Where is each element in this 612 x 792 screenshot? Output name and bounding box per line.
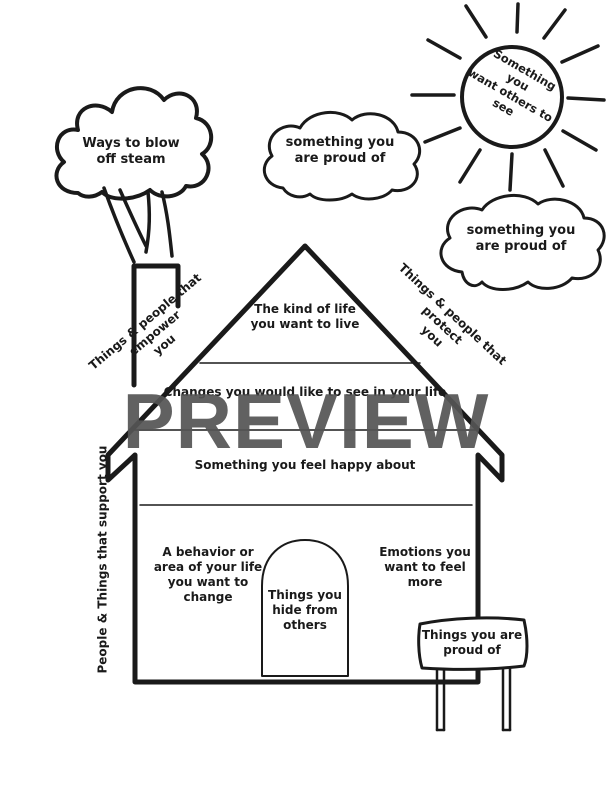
cloud-right-text: something you are proud of: [466, 223, 576, 255]
sign-post: [435, 660, 512, 732]
chimney: [131, 263, 181, 388]
steam-cloud-icon: [54, 86, 213, 201]
cloud-left-text: something you are proud of: [285, 135, 395, 167]
floor-lines: [129, 362, 479, 506]
steam-lines: [102, 186, 174, 264]
door-text: Things you hide from others: [268, 588, 342, 632]
attic-text: The kind of life you want to live: [250, 302, 360, 331]
emotions-text: Emotions you want to feel more: [379, 545, 471, 589]
house-outline: [105, 243, 505, 685]
sign-board: [417, 616, 529, 671]
floor-happy-text: Something you feel happy about: [194, 458, 416, 472]
door: [261, 539, 349, 677]
floor-changes-text: Changes you would like to see in your li…: [163, 385, 447, 399]
steam-cloud-text: Ways to blow off steam: [82, 136, 180, 168]
cloud-right-icon: [439, 193, 606, 291]
behavior-text: A behavior or area of your life you want…: [153, 545, 263, 604]
sun-icon: [410, 2, 606, 192]
cloud-left-icon: [262, 110, 421, 202]
sign-text: Things you are proud of: [421, 628, 523, 657]
preview-watermark: PREVIEW: [122, 377, 490, 465]
side-support-label: People & Things that support you: [95, 445, 110, 674]
